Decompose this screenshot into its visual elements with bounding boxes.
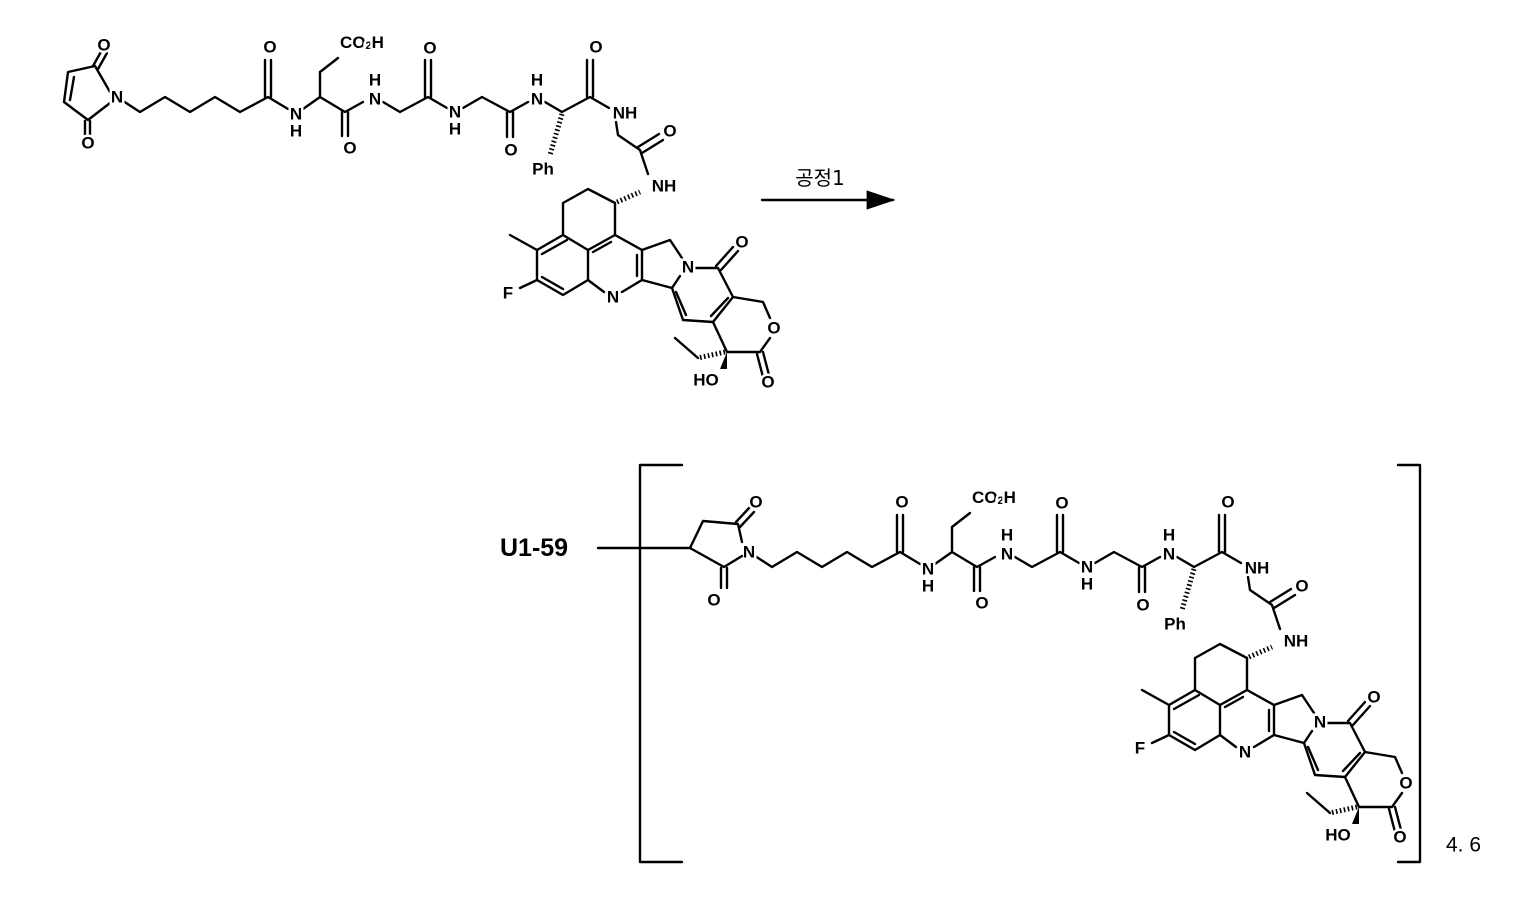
phenyl-label: Ph [532,160,554,179]
atom-o: O [761,373,774,392]
right-bracket [1398,465,1420,862]
atom-o: O [663,122,676,141]
atom-h: H [531,71,543,90]
atom-n: N [682,258,694,277]
maleimide-ring: O O [64,36,111,153]
atom-o: O [423,39,436,58]
product: O O U1-59 4. 6 [500,465,1481,862]
atom-o: O [263,38,276,57]
atom-n: N [607,288,619,307]
drug-antibody-ratio: 4. 6 [1446,834,1481,857]
atom-n: N [531,90,543,109]
antibody-label: U1-59 [500,534,568,562]
atom-h: H [449,120,461,139]
atom-o: O [707,591,720,610]
fluorine-label: F [503,284,513,303]
atom-o: O [343,139,356,158]
atom-n: N [369,90,381,109]
atom-o: O [767,319,780,338]
carboxylic-acid-label: CO2H [340,33,384,53]
hydroxyl-label: HO [693,371,719,390]
linker-payload: N O N H CO2H O N H O N H O N H Ph O NH O… [111,33,781,392]
atom-o: O [97,36,110,55]
step-label: 공정1 [795,166,845,190]
atom-o: O [81,134,94,153]
amine-nh: NH [652,177,677,196]
atom-h: H [290,122,302,141]
atom-o: O [504,141,517,160]
left-bracket [640,465,682,862]
product-linker-payload [743,488,1413,847]
atom-n: N [111,88,123,107]
atom-o: O [749,493,762,512]
atom-h: H [369,71,381,90]
atom-o: O [735,233,748,252]
amine-nh: NH [613,104,638,123]
atom-o: O [589,38,602,57]
